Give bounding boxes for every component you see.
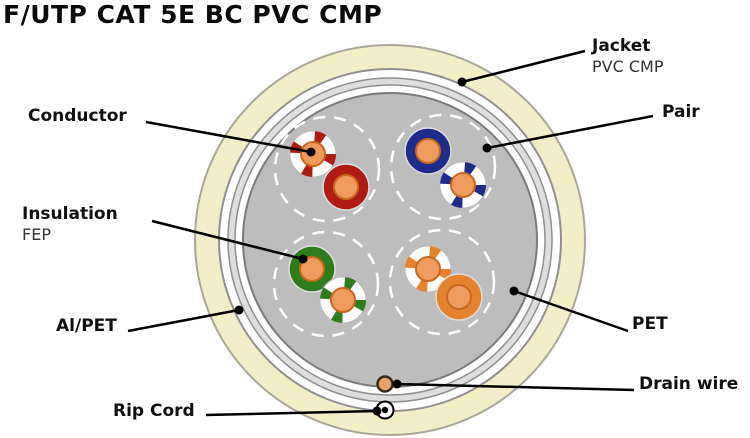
leader-dot-jacket [457, 77, 467, 87]
label-jacket-sub: PVC CMP [592, 56, 664, 76]
leader-line-pair [486, 114, 654, 150]
cable-cross-section [194, 44, 586, 436]
label-insulation-sub: FEP [22, 224, 51, 244]
leader-line-drain-wire [396, 382, 635, 392]
diagram-title: F/UTP CAT 5E BC PVC CMP [3, 0, 383, 29]
leader-dot-drain-wire [392, 379, 402, 389]
label-jacket: Jacket PVC CMP [592, 36, 664, 76]
conductor-core [333, 174, 359, 200]
pair-circle-blue [389, 113, 497, 221]
leader-dot-rip-cord [372, 406, 382, 416]
conductor-core [299, 256, 325, 282]
label-jacket-name: Jacket [592, 36, 651, 56]
pair-circles [272, 113, 497, 338]
wire-stripe-green [320, 277, 366, 323]
wire-green-solid [288, 245, 336, 293]
leader-dot-pair [482, 143, 492, 153]
conductor-core [415, 138, 441, 164]
label-rip-cord: Rip Cord [113, 401, 195, 421]
wire-stripe-orange [405, 246, 451, 292]
label-pair: Pair [662, 102, 700, 122]
wire-orange-striped [404, 245, 452, 293]
leader-dot-pet [509, 286, 519, 296]
wire-orange-solid [435, 273, 483, 321]
label-drain-wire: Drain wire [639, 374, 739, 394]
leader-line-conductor [145, 120, 312, 154]
label-insulation: Insulation FEP [22, 204, 118, 244]
leader-line-pet [513, 289, 629, 333]
leader-dot-conductor [306, 147, 316, 157]
conductor-core [446, 284, 472, 310]
wire-stripe-red [290, 131, 336, 177]
leader-lines [127, 49, 654, 417]
wire-green-striped [319, 276, 367, 324]
leader-line-insulation [151, 219, 304, 261]
wire-stripe-blue [440, 162, 486, 208]
pair-circle-green [272, 230, 380, 338]
conductor-core [415, 256, 441, 282]
label-pet: PET [632, 314, 668, 334]
leader-line-jacket [461, 49, 586, 84]
rip-cord-inner [381, 406, 389, 414]
pair-circle-orange [388, 228, 496, 336]
leader-line-rip-cord [205, 409, 378, 417]
leader-line-alpet [127, 308, 240, 333]
conductor-core [450, 172, 476, 198]
rip-cord-dot [375, 400, 395, 420]
leader-dot-alpet [234, 305, 244, 315]
pair-circle-red [273, 115, 381, 223]
leader-dot-insulation [298, 254, 308, 264]
wire-red-solid [322, 163, 370, 211]
conductor-core [330, 287, 356, 313]
wire-blue-solid [404, 127, 452, 175]
label-insulation-name: Insulation [22, 204, 118, 224]
label-alpet: Al/PET [56, 316, 117, 336]
label-conductor: Conductor [28, 106, 127, 126]
wire-blue-striped [439, 161, 487, 209]
drain-wire-dot [376, 375, 394, 393]
